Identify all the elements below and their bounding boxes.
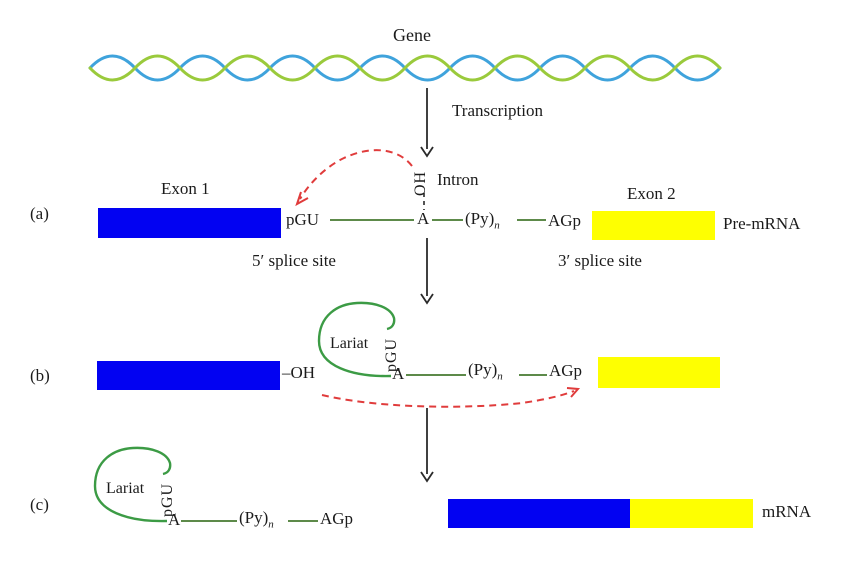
- lariat-loop-c: [93, 446, 172, 523]
- agp-label-a: AGp: [548, 211, 582, 230]
- nucleophilic-attack-arc-a: [299, 149, 413, 200]
- mrna-exon1-box: [448, 499, 630, 528]
- dna-helix-green-strand: [88, 54, 722, 82]
- panel-b-label: (b): [30, 366, 50, 385]
- mrna-exon2-box: [630, 499, 753, 528]
- panel-a-label: (a): [30, 204, 49, 223]
- agp-label-b: AGp: [549, 361, 583, 380]
- five-splice-site-label: 5′ splice site: [252, 251, 336, 270]
- mrna-label: mRNA: [762, 502, 812, 521]
- step1-arrowhead-icon: [420, 293, 434, 305]
- py-sub-a: n: [494, 219, 500, 232]
- lariat-loop-b: [317, 301, 396, 378]
- exon2-label-a: Exon 2: [627, 184, 676, 203]
- oh-label-a: OH: [412, 170, 429, 196]
- gene-title: Gene: [393, 25, 431, 45]
- exon2-box-a: [592, 211, 715, 240]
- lariat-label-c: Lariat: [106, 480, 145, 497]
- branch-point-b: A: [392, 364, 405, 383]
- transcription-arrowhead-icon: [420, 146, 434, 158]
- lariat-label-b: Lariat: [330, 335, 369, 352]
- py-text-b: (Py): [468, 360, 498, 379]
- py-tract-c: (Py)n: [239, 508, 274, 531]
- py-tract-a: (Py)n: [465, 209, 500, 232]
- py-tract-b: (Py)n: [468, 360, 503, 383]
- red-arrowhead-b-icon: [566, 387, 581, 398]
- exon1-box-b: [97, 361, 280, 390]
- nucleophilic-attack-arc-b: [321, 390, 575, 408]
- step2-arrowhead-icon: [420, 471, 434, 483]
- branch-point-a: A: [417, 209, 430, 228]
- pre-mrna-label: Pre-mRNA: [723, 214, 801, 233]
- py-sub-b: n: [497, 370, 503, 383]
- py-text-c: (Py): [239, 508, 269, 527]
- panel-c-label: (c): [30, 495, 49, 514]
- py-sub-c: n: [268, 518, 274, 531]
- agp-label-c: AGp: [320, 509, 354, 528]
- three-splice-site-label: 3′ splice site: [558, 251, 642, 270]
- intron-label: Intron: [437, 170, 479, 189]
- pgu-label-a: pGU: [286, 210, 320, 229]
- exon1-box-a: [98, 208, 281, 238]
- exon2-box-b: [598, 357, 720, 388]
- branch-point-c: A: [168, 510, 181, 529]
- exon1-label-a: Exon 1: [161, 179, 210, 198]
- py-text-a: (Py): [465, 209, 495, 228]
- red-arrowhead-a-icon: [295, 191, 309, 207]
- oh-label-b: –OH: [282, 363, 316, 382]
- transcription-label: Transcription: [452, 101, 543, 120]
